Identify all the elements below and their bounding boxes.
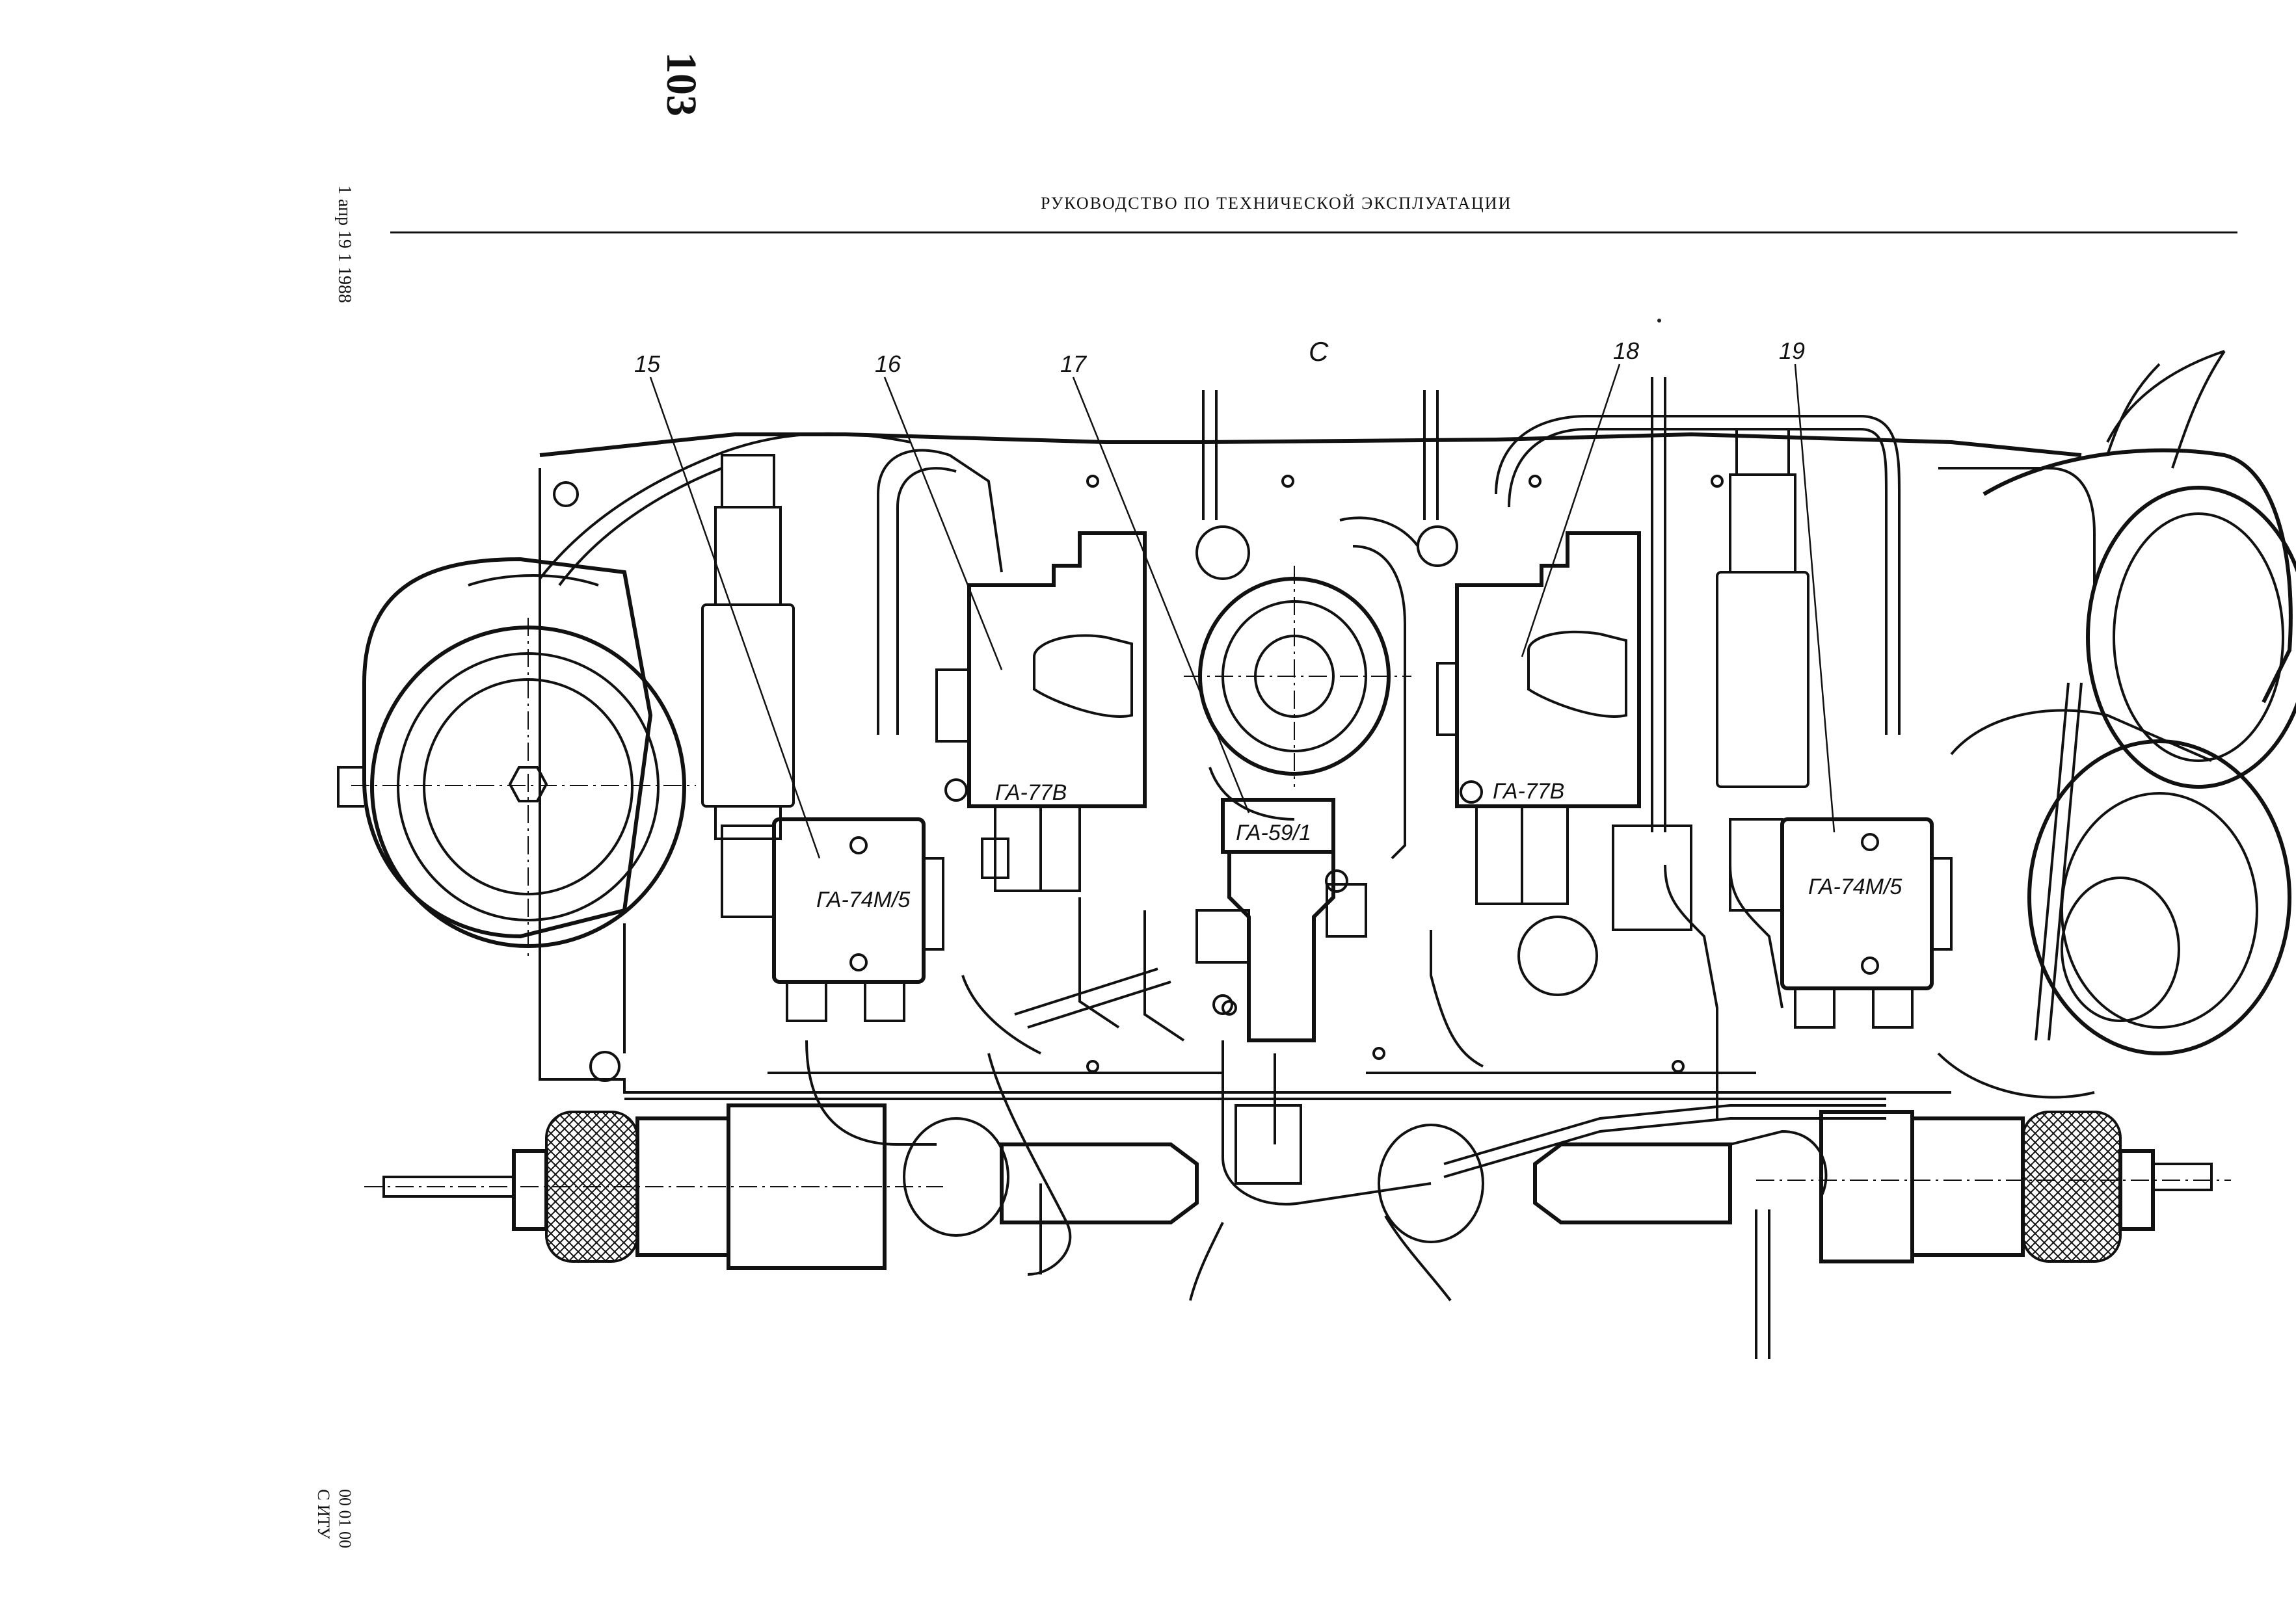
unit-16-label: ГА-77В [995,780,1067,805]
unit-19-valve: ГА-74М/5 [1716,428,1953,1029]
callout-19: 19 [1779,337,1805,364]
centre-filter [1184,566,1411,821]
unit-17-valve: ГА-59/1 [1195,798,1367,1042]
bottom-centre-valves [903,1104,1732,1243]
unit-15-valve: ГА-74М/5 [701,454,944,1022]
right-accumulator-drums [1937,448,2296,1099]
document-header: РУКОВОДСТВО ПО ТЕХНИЧЕСКОЙ ЭКСПЛУАТАЦИИ [1041,194,1512,213]
callouts: 15 16 17 18 19 С [634,336,1835,859]
unit-17-label: ГА-59/1 [1236,821,1311,845]
callout-17: 17 [1060,350,1088,377]
header-rule [390,231,2237,233]
callout-15: 15 [634,350,661,377]
unit-15-label: ГА-74М/5 [816,888,910,912]
view-label: С [1309,336,1329,367]
mounting-plate [539,432,2082,1100]
bottom-right-cylinder [1756,1110,2231,1263]
callout-18: 18 [1613,337,1639,364]
unit-19-label: ГА-74М/5 [1808,875,1902,899]
print-speck [1657,319,1661,323]
unit-16-valve: ГА-77В [935,531,1147,892]
bolts [553,475,1724,1082]
callout-16: 16 [875,350,901,377]
bottom-left-cylinder [364,1103,943,1270]
unit-18-label: ГА-77В [1493,779,1564,804]
left-accumulator-drum [337,557,696,1053]
hydraulic-piping [539,350,2226,1359]
